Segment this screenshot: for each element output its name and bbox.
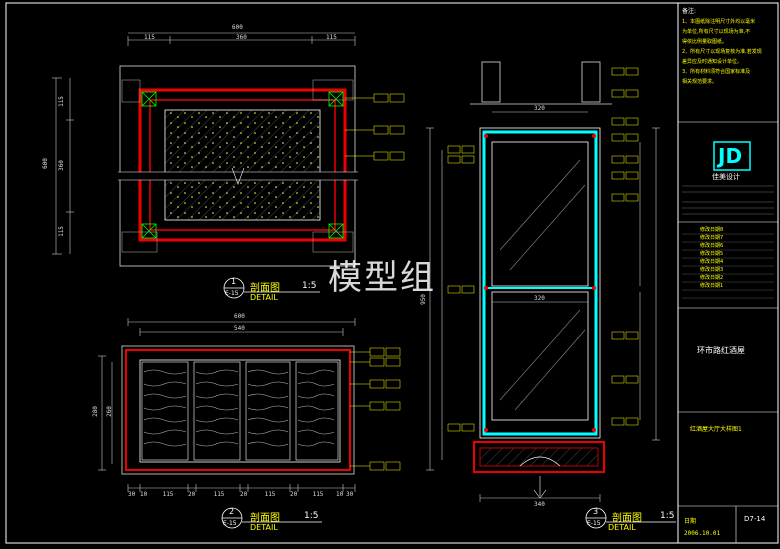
detail-3-ref: E-15 <box>587 520 601 527</box>
wood-grain <box>143 369 335 447</box>
detail-2-scale: 1:5 <box>304 511 319 521</box>
detail-3-num: 3 <box>593 507 599 516</box>
detail-1-dim-left-b: 360 <box>57 160 65 171</box>
detail-1-section <box>52 32 405 267</box>
detail-1-title: 剖面图 <box>250 283 280 294</box>
dim-cell: 115 <box>213 491 225 498</box>
detail-2-section <box>98 318 401 492</box>
revision-row: 修改日期7 <box>700 235 724 241</box>
dim-cell: 115 <box>312 491 324 498</box>
detail-3-scale: 1:5 <box>660 511 675 521</box>
detail-2-dim-left2: 260 <box>105 406 113 417</box>
revision-row: 修改日期8 <box>700 227 724 233</box>
detail-2-dim-row: 30 10 115 20 115 20 115 20 115 10 30 <box>128 491 356 498</box>
detail-3-section <box>426 61 660 502</box>
sheet-number: D7-14 <box>744 515 766 523</box>
dim-cell: 10 <box>140 491 148 498</box>
date-label: 日期 <box>684 518 697 525</box>
detail-2-sub: DETAIL <box>250 523 278 532</box>
company-name: 佳美设计 <box>712 173 740 181</box>
detail-1-dim-left-a: 115 <box>57 96 65 107</box>
dim-cell: 20 <box>240 491 248 498</box>
detail-2-dim-top: 600 <box>234 313 245 320</box>
detail-3-dim-bottom: 340 <box>534 501 545 508</box>
watermark-text: 模型组 <box>328 258 436 298</box>
drawing-name: 红酒屋大厅大样图1 <box>690 426 742 433</box>
detail-2-title: 剖面图 <box>250 513 280 524</box>
drawing-date: 2006.10.01 <box>684 530 721 537</box>
dim-cell: 115 <box>264 491 276 498</box>
detail-3-dim-mid: 320 <box>534 295 545 302</box>
detail-2-num: 2 <box>229 507 235 516</box>
dim-cell: 30 <box>128 491 136 498</box>
detail-1-dim-left-c: 115 <box>57 226 65 237</box>
dim-cell: 20 <box>188 491 196 498</box>
notes-line: 为单位,所有尺寸以现场为准,不 <box>682 29 751 35</box>
detail-3-title: 剖面图 <box>612 513 642 524</box>
notes-line: 1、本图纸除注明尺寸外均以毫米 <box>682 19 756 25</box>
company-logo-icon <box>713 141 751 171</box>
revision-row: 修改日期5 <box>700 251 724 257</box>
revision-row: 修改日期2 <box>700 275 724 281</box>
title-block <box>677 2 779 544</box>
detail-1-scale: 1:5 <box>302 281 317 291</box>
detail-2-ref: E-15 <box>223 520 237 527</box>
detail-1-dim-b: 360 <box>236 34 247 41</box>
notes-line: 得依比例量取图纸。 <box>682 39 728 45</box>
detail-2-dim-left: 280 <box>91 406 99 417</box>
notes-line: 2、所有尺寸以现场复核为准,若发现 <box>682 49 762 55</box>
notes-line: 差异应及时通知设计单位。 <box>682 59 743 65</box>
detail-1-num: 1 <box>231 277 237 286</box>
detail-3-dim-top: 320 <box>534 105 545 112</box>
detail-1-dim-left-total: 600 <box>41 158 49 169</box>
detail-1-dim-top: 600 <box>232 24 243 31</box>
notes-line: 3、所有材料须符合国家标准及 <box>682 69 751 75</box>
dim-cell: 30 <box>346 491 354 498</box>
detail-3-sub: DETAIL <box>608 523 636 532</box>
notes-panel: 备注: 1、本图纸除注明尺寸外均以毫米 为单位,所有尺寸以现场为准,不 得依比例… <box>682 7 776 87</box>
detail-1-dim-c: 115 <box>326 34 337 41</box>
project-name: 环市路红酒屋 <box>697 346 745 355</box>
revision-row: 修改日期3 <box>700 267 724 273</box>
revision-row: 修改日期4 <box>700 259 724 265</box>
detail-1-ref: E-15 <box>225 290 239 297</box>
notes-line: 相关规范要求。 <box>682 79 718 85</box>
notes-title: 备注: <box>682 8 697 15</box>
revision-row: 修改日期6 <box>700 243 724 249</box>
dim-cell: 20 <box>290 491 298 498</box>
detail-1-sub: DETAIL <box>250 293 278 302</box>
dim-cell: 10 <box>336 491 344 498</box>
detail-1-dim-a: 115 <box>144 34 155 41</box>
detail-2-dim-inner: 540 <box>234 325 245 332</box>
revision-row: 修改日期1 <box>700 283 724 289</box>
revision-list: 修改日期8 修改日期7 修改日期6 修改日期5 修改日期4 修改日期3 修改日期… <box>700 226 723 290</box>
logo-letters: JD <box>718 144 743 168</box>
dim-cell: 115 <box>162 491 174 498</box>
